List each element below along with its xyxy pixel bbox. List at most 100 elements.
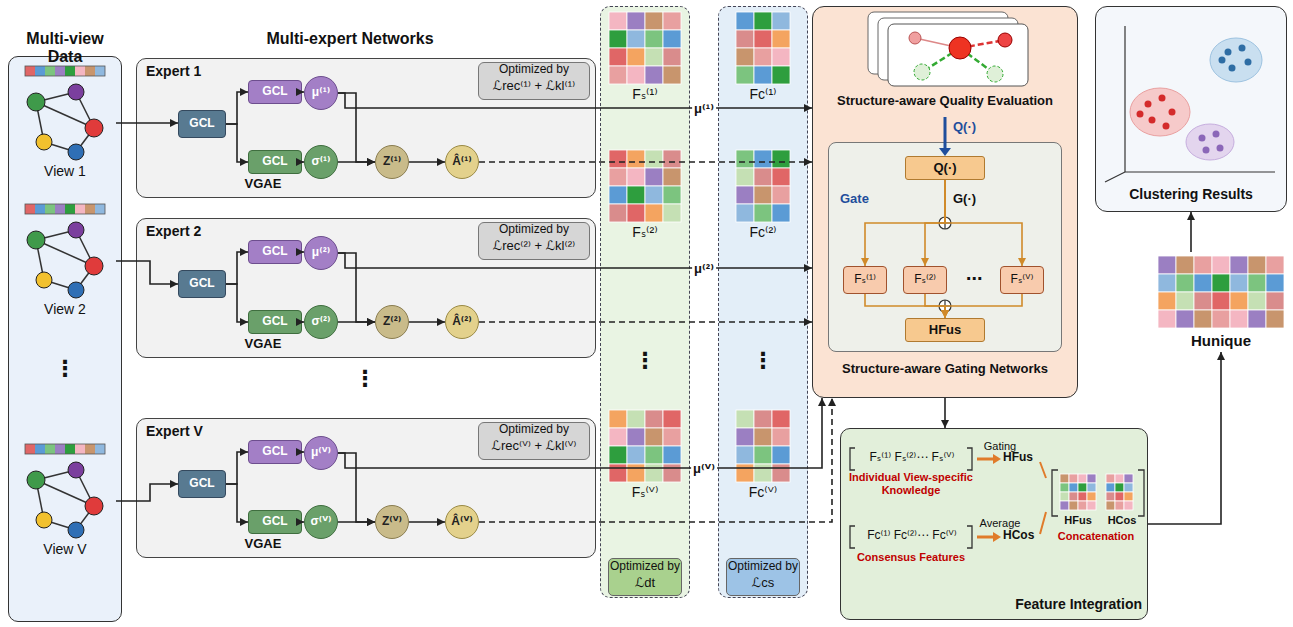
gating-box: Gate G(·) Q(·) Fₛ⁽¹⁾ Fₛ⁽²⁾ Fₛ⁽ⱽ⁾ HFus	[828, 142, 1062, 352]
quality-box: Q(·)	[905, 156, 985, 180]
node-text: μ⁽¹⁾	[312, 86, 330, 99]
node-text: Feature Integration	[956, 596, 1142, 612]
latent-circle: σ⁽¹⁾	[304, 145, 338, 179]
node-text: VGAE	[228, 337, 298, 352]
label-text: HFus	[1003, 451, 1041, 465]
node-text: Gate	[840, 192, 888, 207]
node-text: Fc⁽¹⁾	[718, 86, 808, 102]
sum-symbols	[939, 217, 951, 312]
node-text: Expert 2	[146, 223, 236, 239]
gcl-layer: GCL	[178, 270, 226, 298]
node-text: VGAE	[228, 537, 298, 552]
node-text: HFus	[929, 323, 962, 337]
node-text: View V	[14, 541, 116, 557]
latent-circle: μ⁽ⱽ⁾	[304, 436, 338, 470]
q-arrow	[939, 117, 951, 156]
node-text: Structure-aware Quality Evaluation	[816, 94, 1074, 109]
node-text: Hunique	[1155, 332, 1287, 349]
loss-box: Optimized byℒcs	[726, 558, 800, 596]
label-text: Fₛ⁽¹⁾ Fₛ⁽²⁾⋯ Fₛ⁽ⱽ⁾	[856, 451, 968, 465]
node-text: Fₛ⁽¹⁾	[600, 86, 690, 102]
node-text: G(·)	[953, 192, 993, 207]
latent-circle: μ⁽²⁾	[304, 236, 338, 270]
label-text: ⋮	[340, 366, 390, 391]
expert-panel: Expert 1 VGAE Optimized byℒrec⁽¹⁾ + ℒkl⁽¹⁾…	[136, 58, 596, 198]
latent-circle: Â⁽²⁾	[445, 305, 479, 339]
feature-box: Fₛ⁽²⁾	[903, 266, 947, 294]
node-text: Z⁽²⁾	[383, 315, 401, 328]
node-text: Clustering Results	[1095, 186, 1287, 202]
fusion-box: HFus	[905, 318, 985, 342]
node-text: VGAE	[228, 177, 298, 192]
node-text: GCL	[262, 515, 287, 528]
expert-panel: Expert 2 VGAE Optimized by ℒrec⁽²⁾ + ℒkl⁽²⁾…	[136, 218, 596, 358]
node-text: Multi-view Data	[8, 30, 122, 67]
node-text: ℒcs	[726, 576, 800, 591]
node-text: GCL	[262, 155, 287, 168]
node-text: Fc⁽²⁾	[718, 224, 808, 240]
gcl-layer: GCL	[178, 470, 226, 498]
edge-label: μ⁽¹⁾	[692, 101, 716, 116]
clustering-panel: Clustering Results	[1095, 6, 1287, 212]
latent-circle: σ⁽ⱽ⁾	[304, 505, 338, 539]
loss-box: Optimized by ℒrec⁽²⁾ + ℒkl⁽²⁾	[478, 222, 590, 260]
label-text: Q(·)	[953, 120, 993, 135]
label-text: Multi-expert Networks	[230, 30, 470, 48]
node-text: Z⁽¹⁾	[383, 155, 401, 168]
label-text: Individual View-specific Knowledge	[846, 471, 976, 496]
edge-label: μ⁽²⁾	[692, 261, 716, 276]
node-text: GCL	[262, 245, 287, 258]
latent-circle: σ⁽²⁾	[304, 305, 338, 339]
feature-box: Fₛ⁽ⱽ⁾	[1000, 266, 1044, 294]
node-text: σ⁽¹⁾	[311, 155, 330, 168]
node-text: Fc⁽ⱽ⁾	[718, 484, 808, 500]
node-text: GCL	[262, 85, 287, 98]
node-text: Optimized by	[478, 423, 590, 437]
label-text: Concatenation	[1044, 530, 1148, 543]
node-text: ℒrec⁽¹⁾ + ℒkl⁽¹⁾	[478, 79, 590, 94]
loss-box: Optimized byℒrec⁽¹⁾ + ℒkl⁽¹⁾	[478, 62, 590, 100]
node-text: Optimized by	[608, 560, 682, 574]
gcl-layer: GCL	[248, 240, 302, 264]
feature-column: Fc⁽¹⁾ Fc⁽²⁾ Fc⁽ⱽ⁾ Optimized byℒcs	[718, 6, 808, 598]
gcl-layer: GCL	[248, 150, 302, 174]
latent-circle: Â⁽ⱽ⁾	[445, 505, 479, 539]
loss-box: Optimized by ℒrec⁽ⱽ⁾ + ℒkl⁽ⱽ⁾	[478, 422, 590, 460]
node-text: Expert V	[146, 423, 236, 439]
view-graphs	[25, 66, 105, 538]
edge-label: μ⁽ⱽ⁾	[691, 461, 717, 476]
node-text: Â⁽¹⁾	[452, 155, 472, 168]
node-text: ℒrec⁽²⁾ + ℒkl⁽²⁾	[478, 239, 590, 254]
node-text: View 2	[14, 301, 116, 317]
node-text: GCL	[262, 315, 287, 328]
gcl-layer: GCL	[248, 440, 302, 464]
node-text: GCL	[262, 445, 287, 458]
connector	[1148, 352, 1225, 524]
node-text: Â⁽²⁾	[452, 315, 472, 328]
gcl-layer: GCL	[248, 510, 302, 534]
node-text: Expert 1	[146, 63, 236, 79]
node-text: View 1	[14, 163, 116, 179]
quality-graph-illustration	[868, 12, 1028, 86]
latent-circle: μ⁽¹⁾	[304, 76, 338, 110]
connector	[1187, 212, 1195, 252]
node-text: μ⁽ⱽ⁾	[311, 446, 331, 459]
node-text: GCL	[189, 277, 214, 290]
feature-column: Fₛ⁽¹⁾Fₛ⁽²⁾Fₛ⁽ⱽ⁾Optimized byℒdt	[600, 6, 690, 598]
label-text: Average	[970, 517, 1030, 530]
node-text: Optimized by	[478, 223, 590, 237]
node-text: Fₛ⁽ⱽ⁾	[1011, 273, 1034, 286]
node-text: σ⁽²⁾	[311, 315, 330, 328]
gcl-layer: GCL	[178, 110, 226, 138]
label-text: HCos	[1098, 514, 1146, 527]
gcl-layer: GCL	[248, 80, 302, 104]
label-text: Fc⁽¹⁾ Fc⁽²⁾⋯ Fc⁽ⱽ⁾	[856, 529, 968, 543]
label-text: ⋮	[40, 356, 90, 381]
clustering-illustration	[1105, 26, 1275, 182]
input-panel: Multi-view DataView 1View 2View V	[8, 56, 122, 622]
node-text: Q(·)	[933, 161, 956, 175]
node-text: Fₛ⁽¹⁾	[854, 273, 876, 286]
label-text: Consensus Features	[846, 551, 976, 564]
node-text: ℒrec⁽ⱽ⁾ + ℒkl⁽ⱽ⁾	[478, 439, 590, 454]
label-text: HFus	[1054, 514, 1102, 527]
